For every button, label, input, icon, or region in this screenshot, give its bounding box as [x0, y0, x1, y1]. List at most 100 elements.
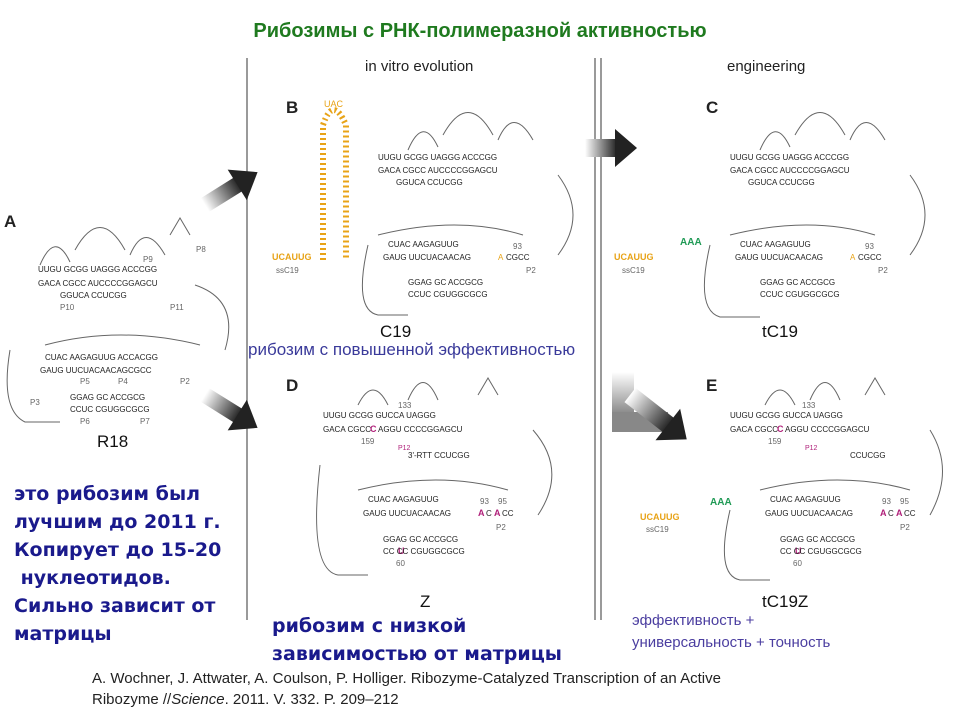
- number-93-c: 93: [865, 242, 874, 251]
- number-60-e: 60: [793, 559, 802, 568]
- left-note-line-5: Сильно зависит от: [14, 595, 216, 617]
- svg-text:GGUCA CCUCGG: GGUCA CCUCGG: [60, 291, 127, 300]
- panel-letter-b: B: [286, 98, 299, 117]
- structure-c19: UAC UCAUUG ssC19 UUGU GCGG UAGGG ACCCGG …: [272, 99, 574, 316]
- svg-text:CC CC CGUGGCGCG: CC CC CGUGGCGCG: [780, 547, 862, 556]
- molecule-name-r18: R18: [97, 432, 129, 451]
- helix-label-p5: P5: [80, 377, 90, 386]
- svg-text:A: A: [880, 508, 887, 518]
- svg-text:AAA: AAA: [680, 237, 702, 248]
- primer-seq-c: UCAUUG: [614, 252, 654, 262]
- reference-suffix: . 2011. V. 332. P. 209–212: [224, 691, 399, 708]
- helix-label-p12-d: P12: [398, 445, 411, 452]
- number-159-d: 159: [361, 437, 375, 446]
- reference-prefix: Ribozyme //: [92, 691, 172, 708]
- left-note-line-1: это рибозим был: [14, 483, 201, 505]
- svg-text:GAUG UUCUACAACAG: GAUG UUCUACAACAG: [383, 253, 471, 262]
- svg-text:A: A: [494, 508, 501, 518]
- reference-line-2: Ribozyme //Science. 2011. V. 332. P. 209…: [92, 689, 952, 710]
- svg-text:CC: CC: [502, 509, 514, 518]
- svg-text:GACA CGCC AUCCCCGGAGCU: GACA CGCC AUCCCCGGAGCU: [378, 166, 498, 175]
- divider-right-b: [600, 58, 602, 620]
- primer-label-b: ssC19: [276, 266, 299, 275]
- svg-text:UUGU GCGG UAGGG ACCCGG: UUGU GCGG UAGGG ACCCGG: [730, 153, 849, 162]
- header-engineering: engineering: [727, 58, 806, 75]
- arrow-a-to-d: [200, 388, 258, 431]
- arrow-b-to-c: [585, 129, 637, 167]
- helix-label-p10: P10: [60, 303, 75, 312]
- svg-text:UUGU GCGG UAGGG ACCCGG: UUGU GCGG UAGGG ACCCGG: [378, 153, 497, 162]
- panel-letter-a: A: [4, 212, 17, 231]
- svg-text:C: C: [777, 424, 784, 434]
- number-60-d: 60: [396, 559, 405, 568]
- svg-text:CUAC AAGAGUUG ACCACGG: CUAC AAGAGUUG ACCACGG: [45, 353, 158, 362]
- number-93-e: 93: [882, 497, 891, 506]
- left-note-line-2: лучшим до 2011 г.: [14, 511, 221, 533]
- primer-label-e: ssC19: [646, 525, 669, 534]
- svg-text:GGAG GC ACCGCG: GGAG GC ACCGCG: [408, 278, 483, 287]
- svg-text:GACA CGCC: GACA CGCC: [323, 425, 371, 434]
- primer-seq-b: UCAUUG: [272, 252, 312, 262]
- helix-label-p2-e: P2: [900, 523, 910, 532]
- svg-text:GAUG UUCUACAACAG: GAUG UUCUACAACAG: [735, 253, 823, 262]
- svg-text:GACA CGCC AUCCCCGGAGCU: GACA CGCC AUCCCCGGAGCU: [38, 279, 158, 288]
- left-note-line-4: нуклеотидов.: [14, 567, 171, 589]
- svg-text:AGGU CCCCGGAGCU: AGGU CCCCGGAGCU: [785, 425, 870, 434]
- structure-tc19: UCAUUG ssC19 AAA UUGU GCGG UAGGG ACCCGG …: [614, 112, 926, 318]
- panel-letter-c: C: [706, 98, 719, 117]
- helix-label-p9: P9: [143, 255, 153, 264]
- svg-text:U: U: [398, 546, 405, 556]
- panel-letter-e: E: [706, 376, 718, 395]
- molecule-name-tc19: tC19: [762, 322, 798, 341]
- caption-tc19z-line-2: универсальность + точность: [632, 634, 831, 651]
- svg-text:CUAC AAGAGUUG: CUAC AAGAGUUG: [770, 495, 841, 504]
- reference: A. Wochner, J. Attwater, A. Coulson, P. …: [92, 668, 952, 710]
- svg-text:CGCC: CGCC: [506, 253, 530, 262]
- svg-text:A: A: [850, 253, 856, 262]
- number-133-e: 133: [802, 401, 816, 410]
- svg-text:C: C: [888, 509, 894, 518]
- svg-text:UUGU GCGG GUCCA UAGGG: UUGU GCGG GUCCA UAGGG: [323, 411, 436, 420]
- svg-text:GGAG GC ACCGCG: GGAG GC ACCGCG: [383, 535, 458, 544]
- svg-text:AGGU CCCCGGAGCU: AGGU CCCCGGAGCU: [378, 425, 463, 434]
- svg-text:UAC: UAC: [324, 99, 344, 109]
- svg-text:GGAG GC ACCGCG: GGAG GC ACCGCG: [760, 278, 835, 287]
- svg-text:CCUCGG: CCUCGG: [850, 451, 886, 460]
- header-in-vitro-evolution: in vitro evolution: [365, 58, 474, 75]
- molecule-name-c19: C19: [380, 322, 412, 341]
- structure-r18: UUGU GCGG UAGGG ACCCGG GACA CGCC AUCCCCG…: [6, 217, 230, 426]
- svg-text:CCUC CGUGGCGCG: CCUC CGUGGCGCG: [408, 290, 488, 299]
- helix-label-p6: P6: [80, 417, 90, 426]
- svg-text:AAA: AAA: [710, 497, 732, 508]
- structure-z: 133 UUGU GCGG GUCCA UAGGG GACA CGCC C AG…: [316, 377, 553, 576]
- number-159-e: 159: [768, 437, 782, 446]
- helix-label-p11: P11: [170, 303, 184, 312]
- svg-text:GGUCA CCUCGG: GGUCA CCUCGG: [396, 178, 463, 187]
- svg-text:GGAG GC ACCGCG: GGAG GC ACCGCG: [780, 535, 855, 544]
- svg-text:CUAC AAGAGUUG: CUAC AAGAGUUG: [388, 240, 459, 249]
- number-93-d: 93: [480, 497, 489, 506]
- molecule-name-z: Z: [420, 592, 431, 611]
- reference-line-1: A. Wochner, J. Attwater, A. Coulson, P. …: [92, 670, 721, 687]
- svg-text:A: A: [896, 508, 903, 518]
- svg-text:GAUG UUCUACAACAGCGCC: GAUG UUCUACAACAGCGCC: [40, 366, 152, 375]
- svg-text:U: U: [795, 546, 802, 556]
- caption-tc19z: эффективность + универсальность + точнос…: [632, 610, 830, 654]
- structure-tc19z: UCAUUG ssC19 AAA 133 UUGU GCGG GUCCA UAG…: [640, 377, 943, 581]
- helix-label-p2: P2: [180, 377, 190, 386]
- primer-label-c: ssC19: [622, 266, 645, 275]
- number-93-b: 93: [513, 242, 522, 251]
- svg-text:GACA CGCC AUCCCCGGAGCU: GACA CGCC AUCCCCGGAGCU: [730, 166, 850, 175]
- primer-seq-e: UCAUUG: [640, 512, 680, 522]
- helix-label-p4: P4: [118, 377, 128, 386]
- svg-text:GAUG UUCUACAACAG: GAUG UUCUACAACAG: [765, 509, 853, 518]
- svg-text:C: C: [486, 509, 492, 518]
- svg-text:CUAC AAGAGUUG: CUAC AAGAGUUG: [740, 240, 811, 249]
- svg-text:C: C: [370, 424, 377, 434]
- slide-title: Рибозимы с РНК-полимеразной активностью: [253, 20, 707, 42]
- number-95-d: 95: [498, 497, 507, 506]
- svg-text:GACA CGCC: GACA CGCC: [730, 425, 778, 434]
- left-note: это рибозим был лучшим до 2011 г. Копиру…: [14, 480, 246, 648]
- helix-label-p3: P3: [30, 398, 40, 407]
